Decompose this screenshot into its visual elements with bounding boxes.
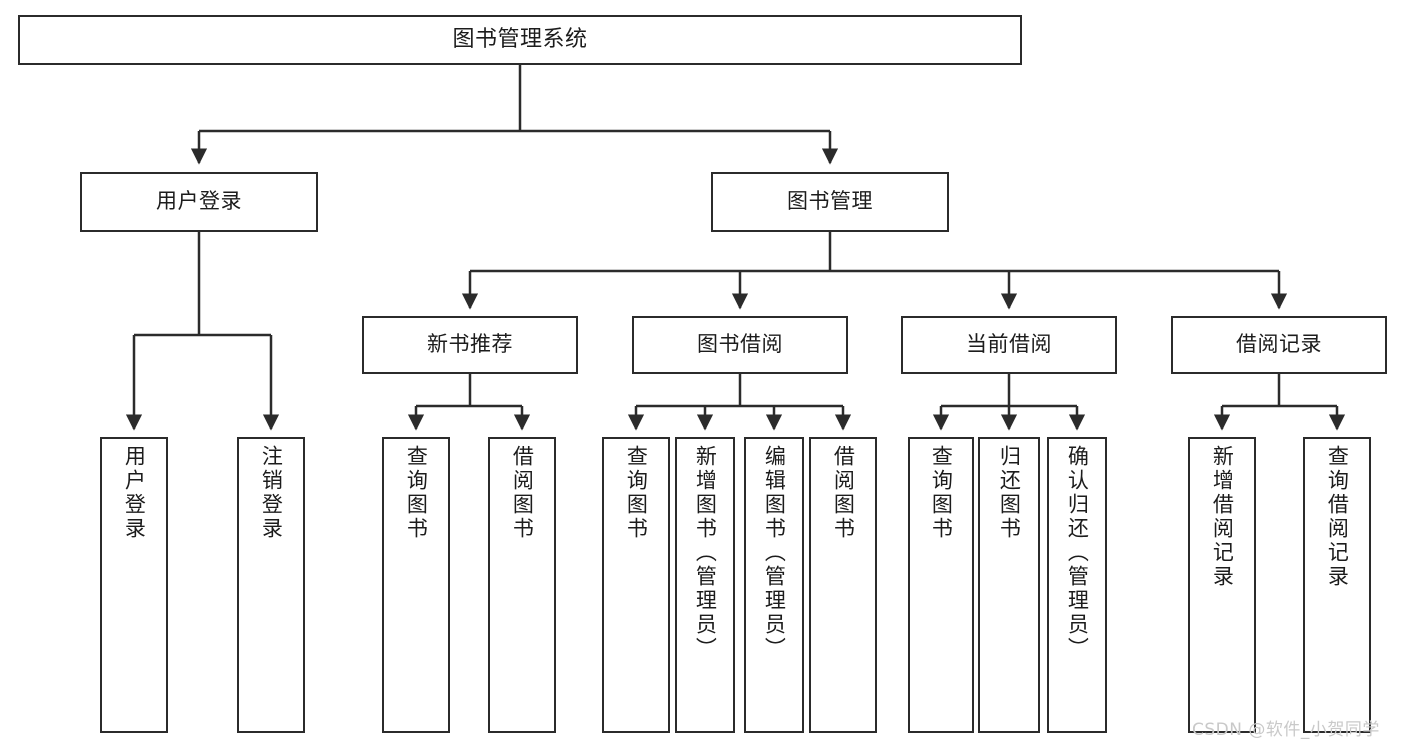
node-label: 查询图书	[929, 445, 954, 541]
node-book-management[interactable]: 图书管理	[711, 172, 949, 232]
leaf-confirm-return-admin[interactable]: 确认归还（管理员）	[1047, 437, 1107, 733]
leaf-borrow-book[interactable]: 借阅图书	[809, 437, 877, 733]
node-borrowing-records[interactable]: 借阅记录	[1171, 316, 1387, 374]
leaf-query-book-new[interactable]: 查询图书	[382, 437, 450, 733]
node-label: 当前借阅	[966, 332, 1052, 357]
node-label: 用户登录	[156, 189, 242, 214]
node-label: 借阅图书	[510, 445, 535, 541]
node-root-book-management-system[interactable]: 图书管理系统	[18, 15, 1022, 65]
node-label: 查询借阅记录	[1325, 445, 1350, 589]
node-label: 归还图书	[997, 445, 1022, 541]
node-current-borrowing[interactable]: 当前借阅	[901, 316, 1117, 374]
leaf-user-login[interactable]: 用户登录	[100, 437, 168, 733]
leaf-add-borrowing-record[interactable]: 新增借阅记录	[1188, 437, 1256, 733]
node-label: 新书推荐	[427, 332, 513, 357]
node-label: 图书管理系统	[452, 26, 588, 52]
leaf-query-book-current[interactable]: 查询图书	[908, 437, 974, 733]
node-label: 查询图书	[404, 445, 429, 541]
node-label: 查询图书	[624, 445, 649, 541]
leaf-return-book[interactable]: 归还图书	[978, 437, 1040, 733]
leaf-logout[interactable]: 注销登录	[237, 437, 305, 733]
node-label: 借阅记录	[1236, 332, 1322, 357]
node-new-book-recommendation[interactable]: 新书推荐	[362, 316, 578, 374]
node-label: 借阅图书	[831, 445, 856, 541]
node-label: 新增借阅记录	[1210, 445, 1235, 589]
csdn-watermark: CSDN @软件_小贺同学	[1192, 720, 1380, 740]
leaf-add-book-admin[interactable]: 新增图书（管理员）	[675, 437, 735, 733]
node-label: 新增图书（管理员）	[693, 445, 718, 661]
node-label: 图书借阅	[697, 332, 783, 357]
node-label: 用户登录	[122, 445, 147, 541]
leaf-query-borrowing-record[interactable]: 查询借阅记录	[1303, 437, 1371, 733]
node-user-login[interactable]: 用户登录	[80, 172, 318, 232]
node-label: 注销登录	[259, 445, 284, 541]
leaf-edit-book-admin[interactable]: 编辑图书（管理员）	[744, 437, 804, 733]
node-label: 图书管理	[787, 189, 873, 214]
node-label: 确认归还（管理员）	[1065, 445, 1090, 661]
leaf-borrow-book-new[interactable]: 借阅图书	[488, 437, 556, 733]
leaf-query-book-borrow[interactable]: 查询图书	[602, 437, 670, 733]
node-label: 编辑图书（管理员）	[762, 445, 787, 661]
node-book-borrowing[interactable]: 图书借阅	[632, 316, 848, 374]
